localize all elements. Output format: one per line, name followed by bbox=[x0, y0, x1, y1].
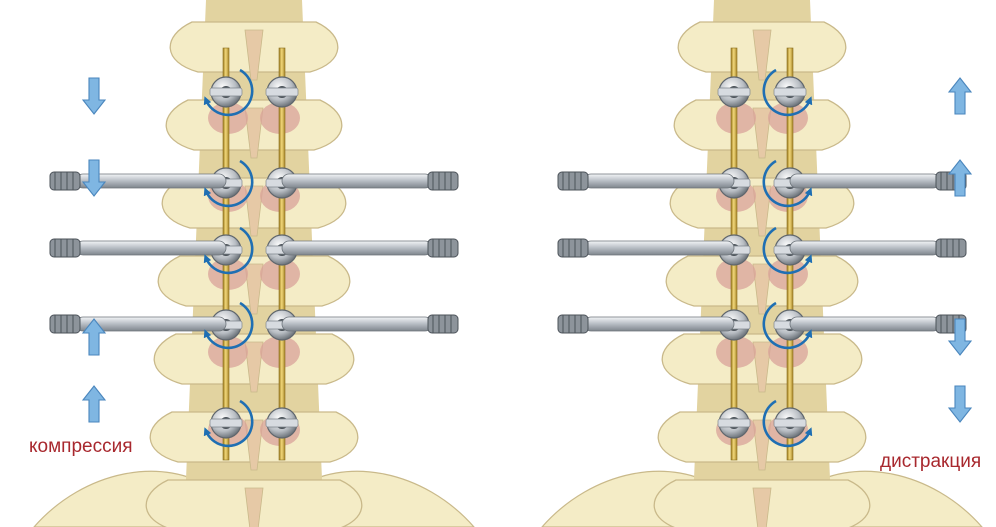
screw-clamp bbox=[210, 419, 242, 427]
screw-clamp bbox=[774, 419, 806, 427]
reduction-handle bbox=[282, 317, 432, 331]
reduction-handle bbox=[584, 241, 734, 255]
screw-clamp bbox=[210, 88, 242, 96]
reduction-handle bbox=[282, 241, 432, 255]
distraction-caption: дистракция bbox=[880, 452, 981, 471]
reduction-handle bbox=[282, 174, 432, 188]
screw-clamp bbox=[718, 88, 750, 96]
direction-arrow-icon bbox=[949, 78, 971, 114]
direction-arrow-icon bbox=[83, 386, 105, 422]
reduction-handle bbox=[790, 317, 940, 331]
direction-arrow-icon bbox=[83, 78, 105, 114]
screw-clamp bbox=[774, 88, 806, 96]
reduction-handle bbox=[584, 174, 734, 188]
screw-clamp bbox=[718, 419, 750, 427]
reduction-handle bbox=[584, 317, 734, 331]
screw-clamp bbox=[266, 88, 298, 96]
reduction-handle bbox=[790, 241, 940, 255]
reduction-handle bbox=[76, 241, 226, 255]
screw-clamp bbox=[266, 419, 298, 427]
compression-caption: компрессия bbox=[29, 437, 132, 456]
reduction-handle bbox=[790, 174, 940, 188]
direction-arrow-icon bbox=[949, 386, 971, 422]
